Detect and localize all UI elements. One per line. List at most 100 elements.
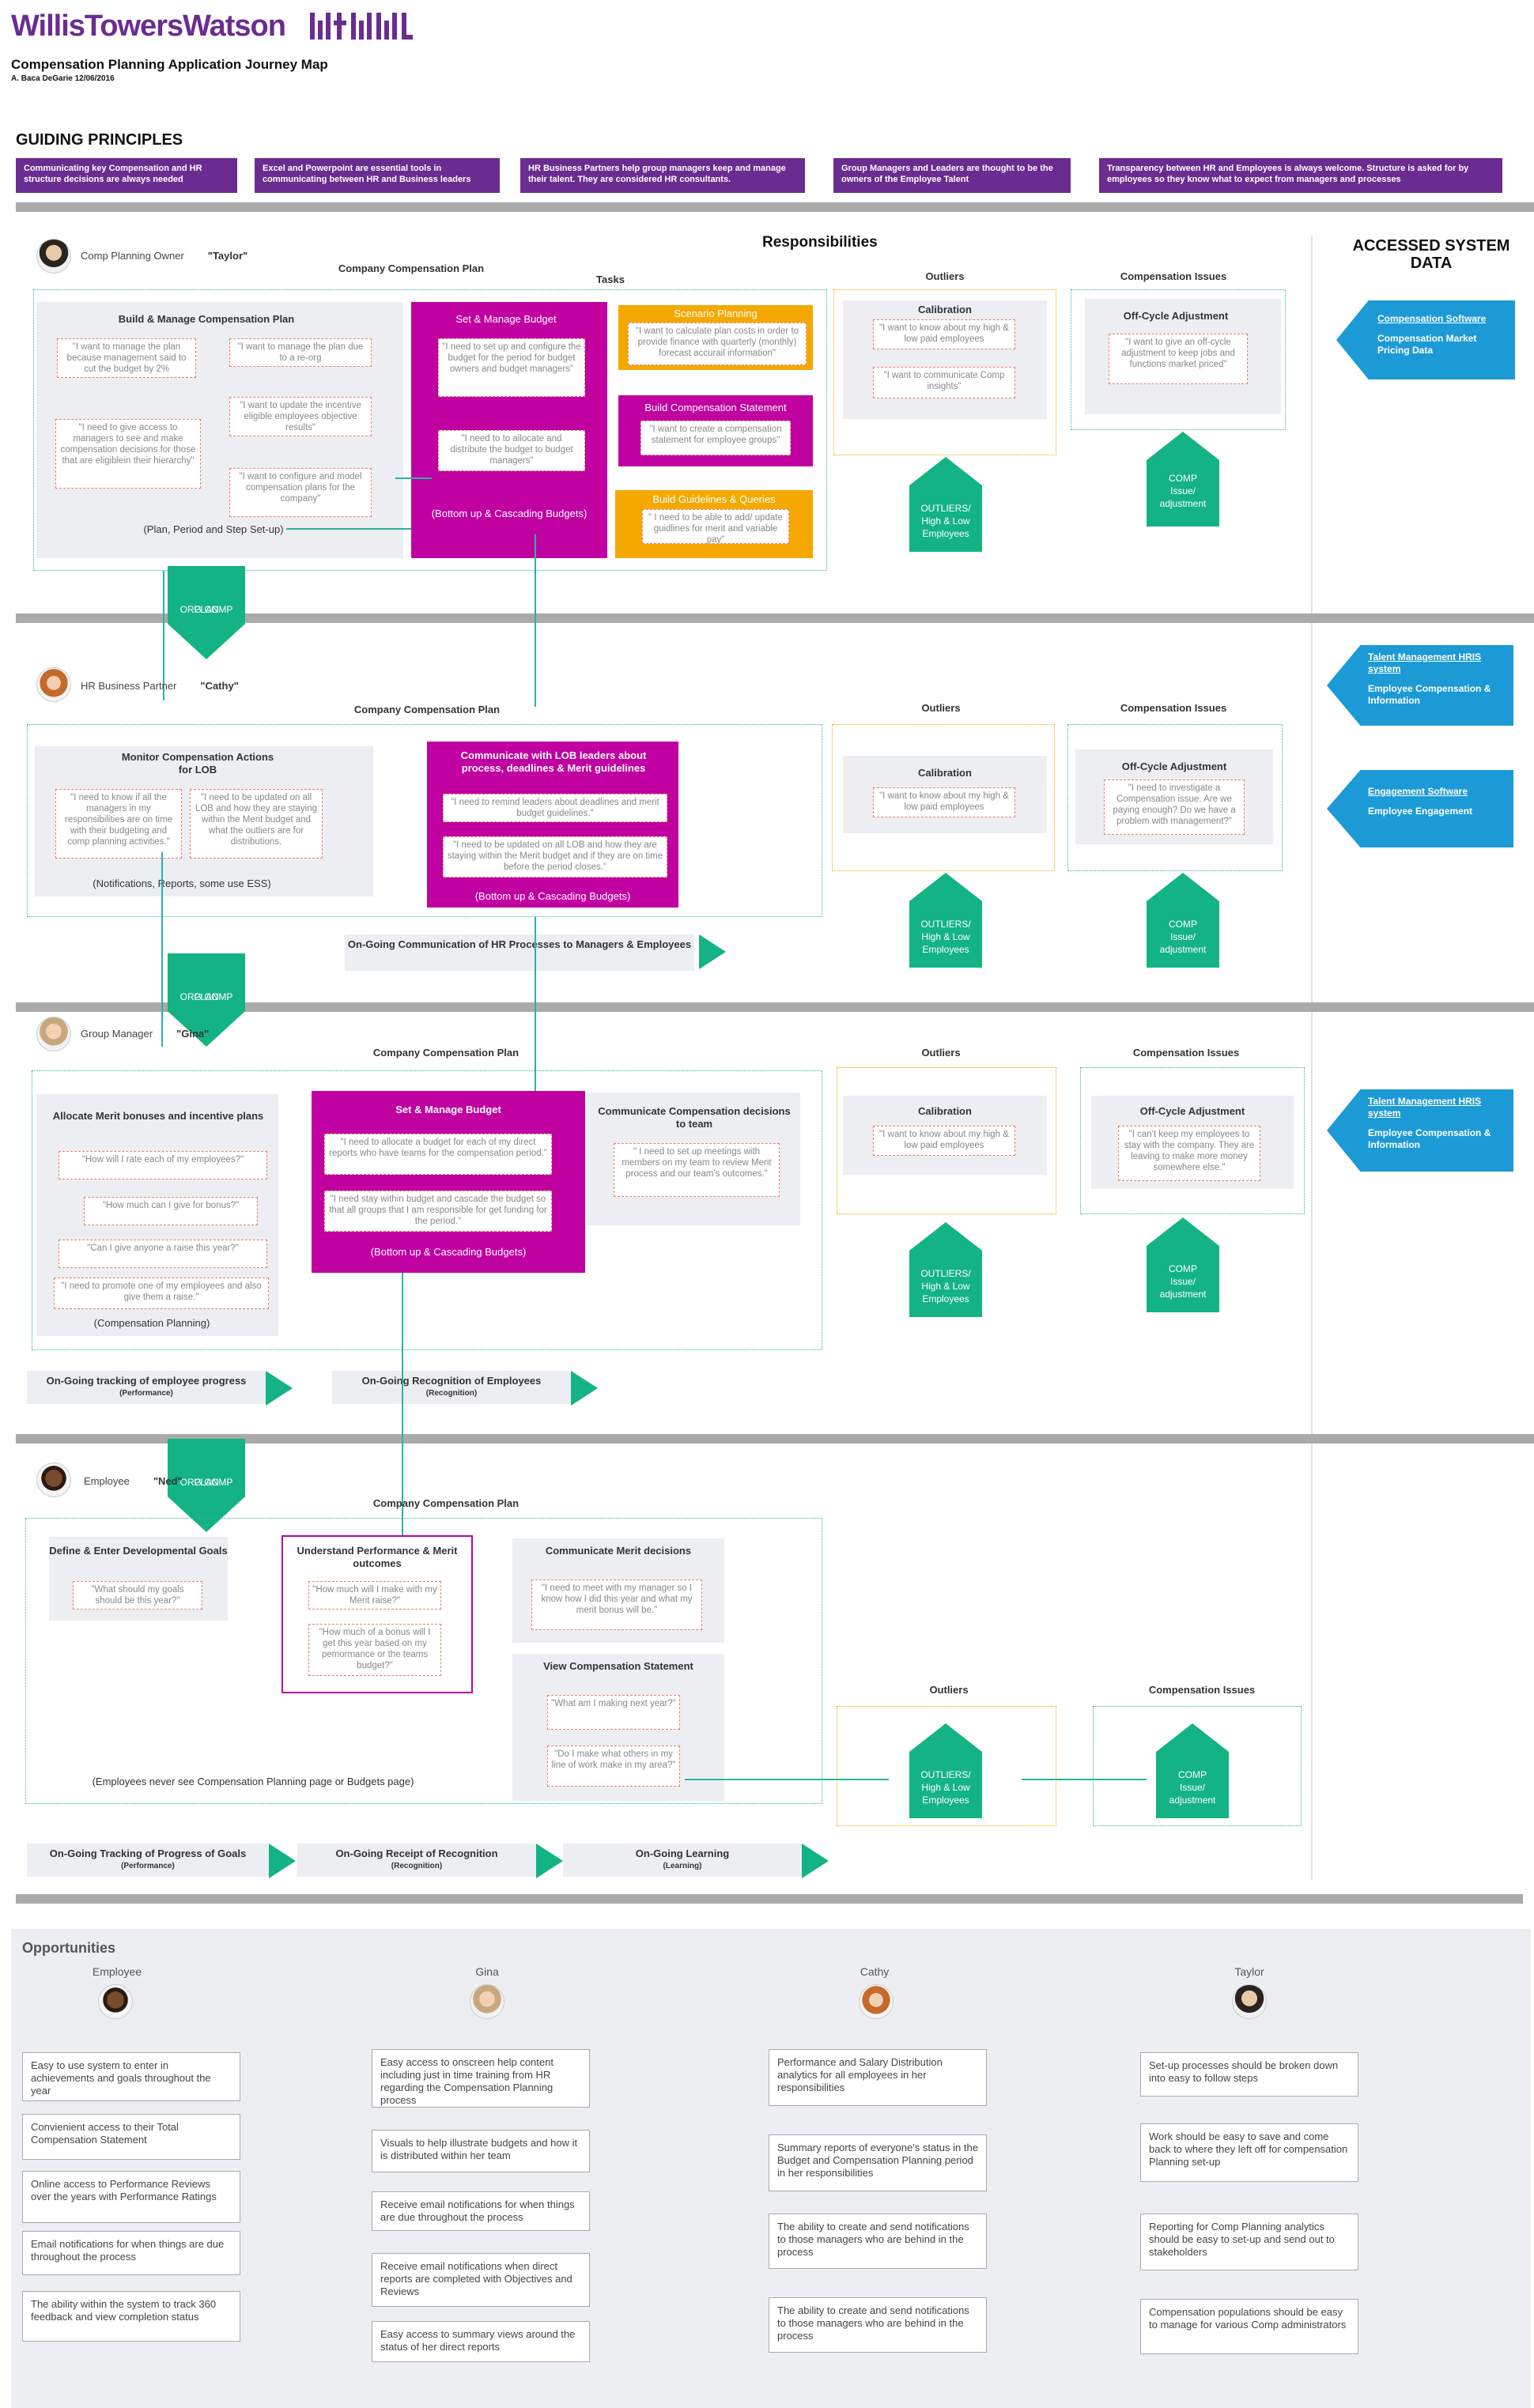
tasks-label: Tasks — [596, 274, 625, 285]
quote: "How will I rate each of my employees?" — [59, 1151, 267, 1179]
calibration-title: Calibration — [918, 767, 972, 779]
principle-3: HR Business Partners help group managers… — [520, 158, 805, 193]
quote: "I need to set up and configure the budg… — [438, 338, 585, 397]
flow-line — [163, 571, 164, 700]
opp-card: Reporting for Comp Planning analytics sh… — [1140, 2214, 1358, 2270]
opp-card: The ability to create and send notificat… — [769, 2297, 987, 2353]
build-manage-plan-title: Build & Manage Compensation Plan — [118, 313, 295, 325]
communicate-merit-title: Communicate Merit decisions — [545, 1545, 692, 1557]
quote: "I want to calculate plan costs in order… — [628, 323, 807, 365]
company-plan-label: Company Compensation Plan — [372, 1497, 520, 1509]
company-logo: WillisTowersWatson — [11, 9, 286, 43]
outliers-frame — [837, 1067, 1056, 1214]
company-plan-label: Company Compensation Plan — [372, 1047, 520, 1059]
quote: "I want to create a compensation stateme… — [640, 421, 791, 455]
quote: "I want to manage the plan due to a re-o… — [229, 338, 372, 367]
quote: "Can I give anyone a raise this year?" — [59, 1240, 267, 1268]
cathy-avatar — [859, 1984, 894, 2019]
comp-issues-label: Compensation Issues — [1120, 702, 1227, 714]
arrow-right-icon — [802, 1844, 829, 1878]
quote: "What am I making next year?" — [547, 1695, 680, 1730]
quote: "I want to update the incentive eligible… — [229, 397, 372, 436]
author-line: A. Baca DeGarie 12/06/2016 — [11, 74, 115, 83]
page-title: Compensation Planning Application Journe… — [11, 57, 328, 72]
opp-card: Email notifications for when things are … — [22, 2231, 240, 2275]
ongoing-communication-bar: On-Going Communication of HR Processes t… — [345, 934, 694, 971]
comp-issues-frame — [1071, 289, 1286, 430]
quote: "I need to allocate a budget for each of… — [324, 1134, 552, 1175]
set-budget-title: Set & Manage Budget — [395, 1104, 501, 1115]
arrow-right-icon — [536, 1844, 563, 1878]
outliers-frame — [833, 289, 1056, 455]
company-plan-label: Company Compensation Plan — [338, 262, 485, 274]
arrow-right-icon — [699, 934, 726, 969]
opp-card: Easy access to onscreen help content inc… — [372, 2049, 590, 2108]
communicate-decisions-title: Communicate Compensation decisions to te… — [598, 1105, 791, 1130]
opp-card: Convienient access to their Total Compen… — [22, 2114, 240, 2160]
outliers-frame — [832, 724, 1055, 871]
monitor-foot: (Notifications, Reports, some use ESS) — [93, 878, 271, 889]
flow-line — [402, 1273, 403, 1538]
quote: "I need to to allocate and distribute th… — [438, 430, 585, 471]
quote: "I want to communicate Comp insights" — [873, 367, 1015, 398]
flow-line — [535, 534, 536, 707]
build-foot: (Plan, Period and Step Set-up) — [143, 523, 284, 535]
communicate-lob-card — [427, 742, 678, 908]
quote: "I need to give access to managers to se… — [55, 419, 201, 489]
view-statement-title: View Compensation Statement — [543, 1660, 693, 1672]
quote: "I can't keep my employees to stay with … — [1118, 1126, 1260, 1181]
opp-name-cathy: Cathy — [860, 1965, 890, 1978]
outliers-label: Outliers — [929, 1684, 969, 1696]
opp-card: Easy access to summary views around the … — [372, 2321, 590, 2362]
gina-set-budget-card — [312, 1091, 585, 1273]
opp-card: Easy to use system to enter in achieveme… — [22, 2052, 240, 2101]
outliers-frame — [837, 1706, 1056, 1826]
taylor-avatar — [1232, 1984, 1267, 2019]
statement-title: Build Compensation Statement — [644, 402, 787, 413]
divider-bar — [16, 1434, 1534, 1444]
calibration-title: Calibration — [918, 1105, 972, 1117]
principle-2: Excel and Powerpoint are essential tools… — [255, 158, 500, 193]
flow-line — [395, 477, 432, 479]
principle-4: Group Managers and Leaders are thought t… — [833, 158, 1071, 193]
quote: "How much can I give for bonus?" — [84, 1197, 258, 1225]
arrow-right-icon — [571, 1371, 598, 1406]
flow-line — [535, 917, 536, 1119]
logo-mark-icon — [310, 13, 413, 40]
opp-card: Receive email notifications for when thi… — [372, 2191, 590, 2231]
cathy-plan-frame — [27, 724, 822, 917]
quote: "I need to remind leaders about deadline… — [443, 794, 667, 822]
arrow-right-icon — [266, 1371, 293, 1406]
comp-issues-frame — [1067, 724, 1283, 871]
comp-issues-frame — [1080, 1067, 1305, 1214]
quote: "I want to give an off-cycle adjustment … — [1109, 334, 1248, 384]
opp-card: Performance and Salary Distribution anal… — [769, 2049, 987, 2106]
divider-bar — [16, 1894, 1523, 1904]
ongoing-tracking-bar: On-Going tracking of employee progress(P… — [27, 1371, 266, 1404]
quote: "I want to know about my high & low paid… — [873, 1126, 1015, 1156]
bottom-up-label: (Bottom up & Cascading Budgets) — [370, 1246, 527, 1258]
quote: "Do I make what others in my line of wor… — [547, 1746, 680, 1787]
principle-1: Communicating key Compensation and HR st… — [16, 158, 237, 193]
opp-card: The ability to create and send notificat… — [769, 2214, 987, 2269]
quote: "I want to manage the plan because manag… — [57, 338, 196, 378]
ongoing-recognition-bar: On-Going Recognition of Employees(Recogn… — [332, 1371, 571, 1404]
quote: "I need to meet with my manager so I kno… — [531, 1580, 702, 1630]
opp-card: Receive email notifications when direct … — [372, 2253, 590, 2307]
cathy-avatar — [36, 667, 71, 702]
outliers-label: Outliers — [921, 702, 961, 714]
ned-foot: (Employees never see Compensation Planni… — [92, 1776, 414, 1787]
quote: " I need to be able to add/ update guidl… — [642, 509, 789, 545]
communicate-lob-title: Communicate with LOB leaders about proce… — [460, 749, 647, 774]
opp-card: Compensation populations should be easy … — [1140, 2299, 1358, 2354]
ongoing-learning-bar: On-Going Learning(Learning) — [563, 1844, 802, 1877]
opp-card: Summary reports of everyone's status in … — [769, 2134, 987, 2191]
